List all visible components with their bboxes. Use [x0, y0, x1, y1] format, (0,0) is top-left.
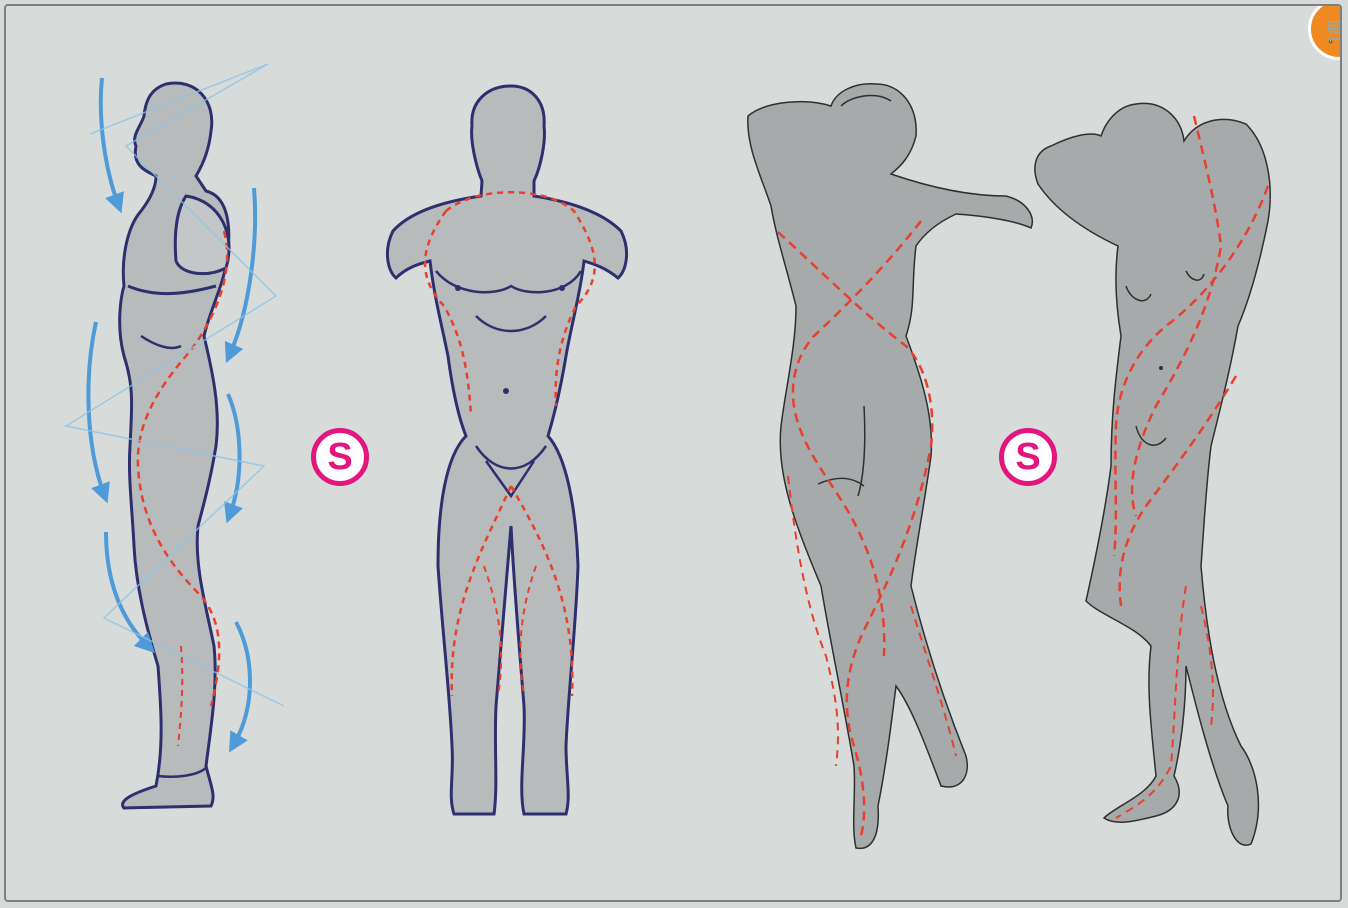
figures-canvas	[6, 6, 1342, 902]
s-curve-badge-left: S	[311, 428, 369, 486]
female-back-view-figure	[748, 84, 1032, 849]
s-curve-badge-right: S	[999, 428, 1057, 486]
male-side-view-figure	[66, 64, 284, 808]
illustration-frame: S S 🛒	[4, 4, 1342, 902]
cart-glyph: 🛒	[1325, 15, 1342, 45]
s-curve-symbol: S	[1015, 438, 1040, 476]
male-front-view-figure	[387, 86, 626, 814]
female-front-view-figure	[1035, 103, 1270, 845]
s-curve-symbol: S	[327, 438, 352, 476]
